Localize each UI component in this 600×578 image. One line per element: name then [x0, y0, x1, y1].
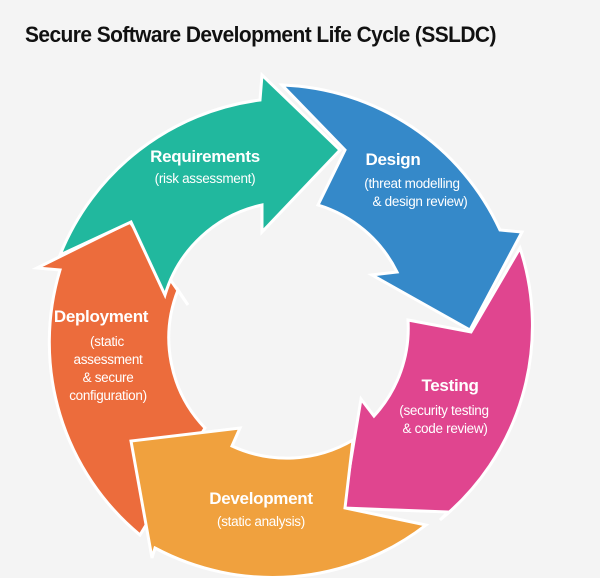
stage-requirements-subtitle: (risk assessment) — [155, 171, 256, 186]
stage-development-subtitle: (static analysis) — [217, 514, 305, 529]
stage-design-subtitle-line1: (threat modelling — [364, 176, 459, 191]
diagram-title: Secure Software Development Life Cycle (… — [25, 22, 496, 47]
stage-deployment-subtitle-line4: configuration) — [69, 388, 147, 403]
stage-deployment-subtitle-line1: (static — [90, 334, 124, 349]
stage-testing-subtitle-line1: (security testing — [399, 403, 488, 418]
stage-design-title: Design — [366, 150, 421, 169]
stage-requirements-title: Requirements — [150, 147, 260, 166]
stage-testing-arrow — [341, 244, 534, 522]
stage-deployment-subtitle-line3: & secure — [83, 370, 134, 385]
stage-design-subtitle-line2: & design review) — [373, 194, 468, 209]
stage-testing-title: Testing — [421, 376, 478, 395]
stage-design-arrow — [278, 83, 525, 333]
stage-development-title: Development — [209, 489, 313, 508]
stage-testing-subtitle-line2: & code review) — [402, 421, 487, 436]
stage-requirements-arrow — [57, 71, 343, 300]
stage-development-arrow — [129, 426, 430, 578]
stage-deployment-subtitle-line2: assessment — [73, 352, 143, 367]
stage-deployment-title: Deployment — [54, 307, 149, 326]
